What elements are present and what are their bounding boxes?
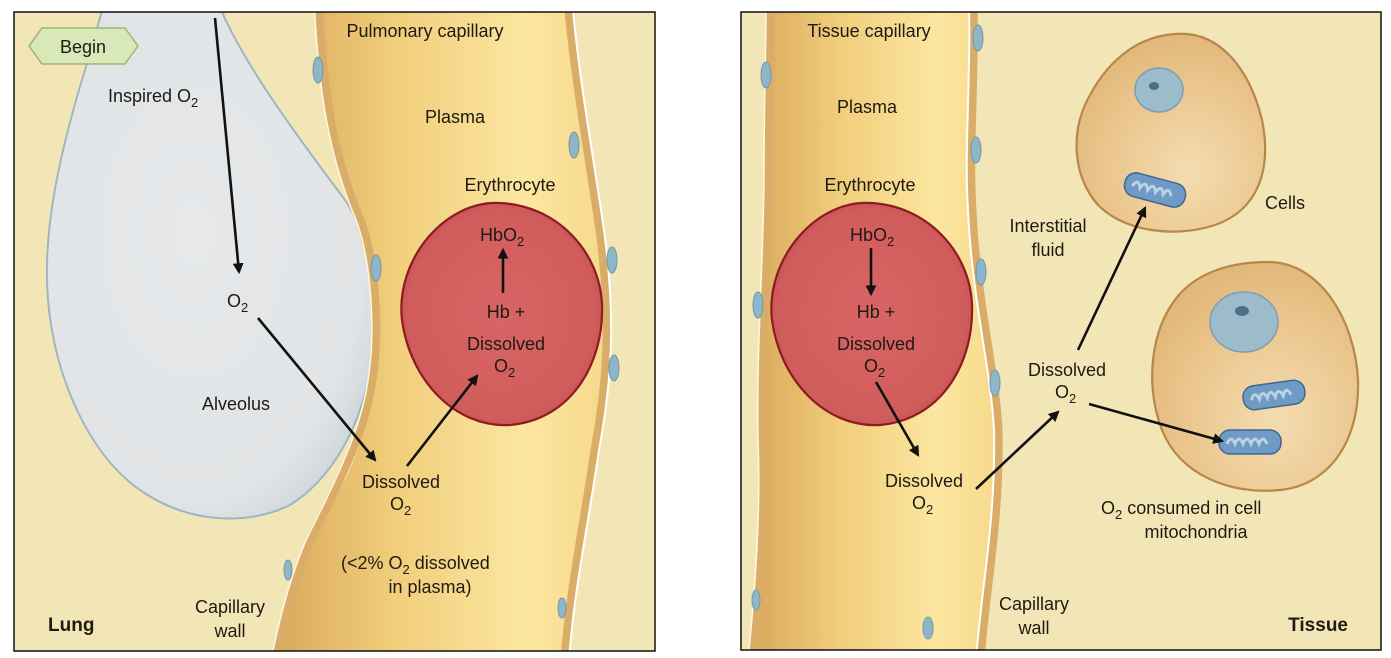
endothelial-nucleus xyxy=(557,597,567,619)
fluid-dissolved-label: Dissolved xyxy=(1028,360,1106,380)
tissue-panel: Tissue capillary Plasma Erythrocyte HbO2… xyxy=(740,11,1382,651)
endothelial-nucleus xyxy=(752,291,764,319)
alveolus xyxy=(45,12,376,520)
endothelial-nucleus xyxy=(568,131,580,159)
inspired-o2-label: Inspired O2 xyxy=(108,86,198,110)
tissue-panel-border xyxy=(740,11,1382,651)
mitochondrion xyxy=(1218,429,1282,455)
endothelial-nucleus xyxy=(760,61,772,89)
cell-nucleus xyxy=(1134,67,1184,113)
endothelial-nucleus xyxy=(283,559,293,581)
rbc-dissolved-label: Dissolved xyxy=(467,334,545,354)
nucleolus xyxy=(1235,306,1249,316)
nucleolus xyxy=(1149,82,1159,90)
capillary-wall-right xyxy=(561,12,612,651)
hb-plus-label: Hb + xyxy=(857,302,896,322)
capillary-wall-label-1: Capillary xyxy=(999,594,1069,614)
dissolved-note-line1: (<2% O2 dissolved xyxy=(341,553,490,577)
rbc-o2-label: O2 xyxy=(494,356,515,380)
mitochondrion xyxy=(1242,379,1306,411)
tissue-cell xyxy=(1151,260,1360,492)
erythrocyte xyxy=(770,201,974,427)
plasma-o2-label: O2 xyxy=(912,493,933,517)
endothelial-nucleus xyxy=(975,258,987,286)
endothelial-nucleus xyxy=(606,246,618,274)
endothelial-nucleus xyxy=(989,369,1001,397)
plasma-dissolved-label: Dissolved xyxy=(362,472,440,492)
capillary-wall-right xyxy=(966,12,1003,650)
rbc-dissolved-label: Dissolved xyxy=(837,334,915,354)
erythrocyte-label: Erythrocyte xyxy=(464,175,555,195)
alveolar-o2-label: O2 xyxy=(227,291,248,315)
interstitial-fluid-label-2: fluid xyxy=(1031,240,1064,260)
capillary-wall-label-1: Capillary xyxy=(195,597,265,617)
hbo2-label: HbO2 xyxy=(850,225,894,249)
endothelial-nucleus xyxy=(608,354,620,382)
endothelial-nucleus xyxy=(751,589,761,611)
dissolved-note-line2: in plasma) xyxy=(388,577,471,597)
arrow-fluid-to-mitochondria xyxy=(1088,402,1225,444)
arrow-fluid-to-cell1 xyxy=(1076,206,1147,351)
mitochondrion xyxy=(1123,172,1187,208)
arrow-plasma-to-rbc xyxy=(405,374,479,467)
erythrocyte xyxy=(400,201,604,427)
arrow-alveolar-to-plasma xyxy=(256,317,377,462)
arrow-plasma-to-fluid xyxy=(975,410,1060,490)
hb-plus-label: Hb + xyxy=(487,302,526,322)
rbc-o2-label: O2 xyxy=(864,356,885,380)
pulmonary-capillary-label: Pulmonary capillary xyxy=(346,21,503,41)
endothelial-nucleus xyxy=(972,24,984,52)
arrow-inspired-to-alveolar-o2 xyxy=(213,17,244,275)
arrow-rbc-to-plasma xyxy=(874,381,920,457)
begin-label: Begin xyxy=(60,37,106,57)
lung-panel-border xyxy=(13,11,656,652)
tissue-capillary-label: Tissue capillary xyxy=(807,21,930,41)
lung-corner-label: Lung xyxy=(48,615,94,636)
plasma-o2-label: O2 xyxy=(390,494,411,518)
erythrocyte-label: Erythrocyte xyxy=(824,175,915,195)
endothelial-nucleus xyxy=(370,254,382,282)
begin-button[interactable]: Begin xyxy=(28,27,139,65)
plasma-label: Plasma xyxy=(837,97,898,117)
consumed-label-line2: mitochondria xyxy=(1144,522,1248,542)
capillary-wall-left xyxy=(272,12,381,651)
cells-label: Cells xyxy=(1265,193,1305,213)
capillary-wall-label-2: wall xyxy=(213,621,245,641)
endothelial-nucleus xyxy=(970,136,982,164)
capillary-wall-label-2: wall xyxy=(1017,618,1049,638)
consumed-label-line1: O2 consumed in cell xyxy=(1101,498,1261,522)
hbo2-label: HbO2 xyxy=(480,225,524,249)
tissue-corner-label: Tissue xyxy=(1288,615,1348,636)
alveolus-label: Alveolus xyxy=(202,394,270,414)
cell-nucleus xyxy=(1209,291,1279,353)
endothelial-nucleus xyxy=(312,56,324,84)
interstitial-fluid-label-1: Interstitial xyxy=(1009,216,1086,236)
plasma-dissolved-label: Dissolved xyxy=(885,471,963,491)
plasma-label: Plasma xyxy=(425,107,486,127)
lung-panel: Begin Inspired O2 O2 Alveolus Pulmonary … xyxy=(13,11,656,652)
endothelial-nucleus xyxy=(922,616,934,640)
fluid-o2-label: O2 xyxy=(1055,382,1076,406)
tissue-cell xyxy=(1075,32,1267,233)
